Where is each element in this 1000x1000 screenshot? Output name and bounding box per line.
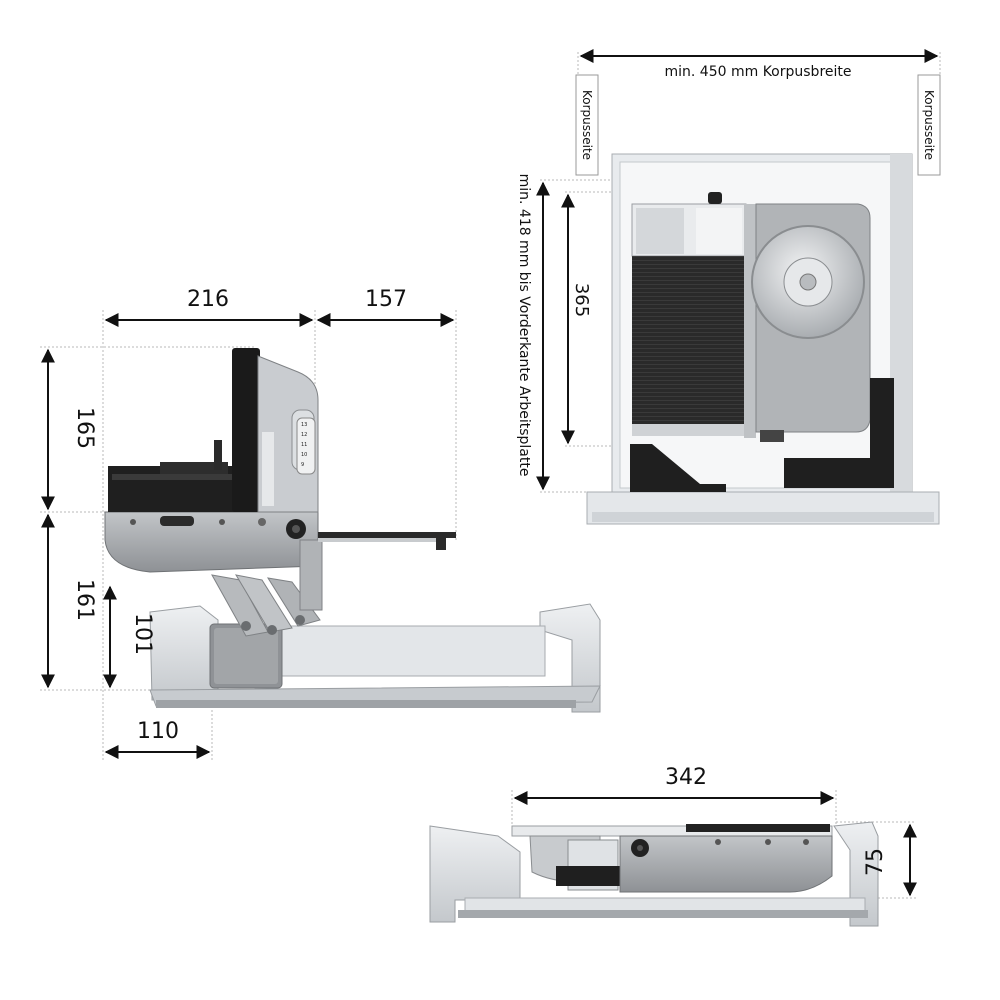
dial-tick-11: 11 xyxy=(301,442,307,448)
top-dimensions xyxy=(536,49,939,491)
dim-side-upper-height: 165 xyxy=(72,407,97,449)
top-brackets xyxy=(630,378,894,492)
stowed-dimensions xyxy=(513,791,917,897)
dial-tick-13: 13 xyxy=(301,422,307,428)
stowed-guide-lines xyxy=(511,790,916,899)
side-slicer-base xyxy=(104,511,323,611)
dim-side-mechanism-height: 101 xyxy=(130,613,155,655)
min-depth-label: min. 418 mm bis Vorderkante Arbeitsplatt… xyxy=(516,174,532,477)
side-dimensions xyxy=(41,313,455,759)
top-view: Korpusseite Korpusseite xyxy=(516,49,941,525)
dial-tick-10: 10 xyxy=(301,452,307,458)
cabinet-side-right: Korpusseite xyxy=(917,74,941,176)
side-carriage xyxy=(108,348,260,512)
cabinet-side-left-label: Korpusseite xyxy=(580,90,594,160)
side-mounting-mechanism xyxy=(209,574,321,689)
dim-side-extension: 157 xyxy=(365,287,407,312)
top-slicer-body xyxy=(631,192,756,438)
cabinet-side-left: Korpusseite xyxy=(575,74,599,176)
dim-top-depth: 365 xyxy=(571,283,592,317)
dim-stowed-length: 342 xyxy=(665,765,707,790)
stowed-view: 342 75 xyxy=(429,765,917,927)
side-drawer-tray xyxy=(149,603,601,713)
dim-side-width: 216 xyxy=(187,287,229,312)
dial-tick-9: 9 xyxy=(301,462,304,468)
stowed-drawer-tray xyxy=(429,821,879,927)
dim-side-offset: 110 xyxy=(137,719,179,744)
top-blade-housing xyxy=(751,203,871,442)
dim-side-lower-height: 161 xyxy=(72,579,97,621)
dial-tick-12: 12 xyxy=(301,432,307,438)
cabinet-width-label: min. 450 mm Korpusbreite xyxy=(665,64,852,80)
cabinet-side-right-label: Korpusseite xyxy=(922,90,936,160)
side-extension-rail xyxy=(318,532,456,550)
thickness-dial: 13 12 11 10 9 xyxy=(296,417,316,475)
dim-stowed-height: 75 xyxy=(863,848,888,876)
stowed-slicer xyxy=(511,824,833,893)
side-view: 13 12 11 10 9 216 157 165 161 101 110 xyxy=(40,287,601,760)
